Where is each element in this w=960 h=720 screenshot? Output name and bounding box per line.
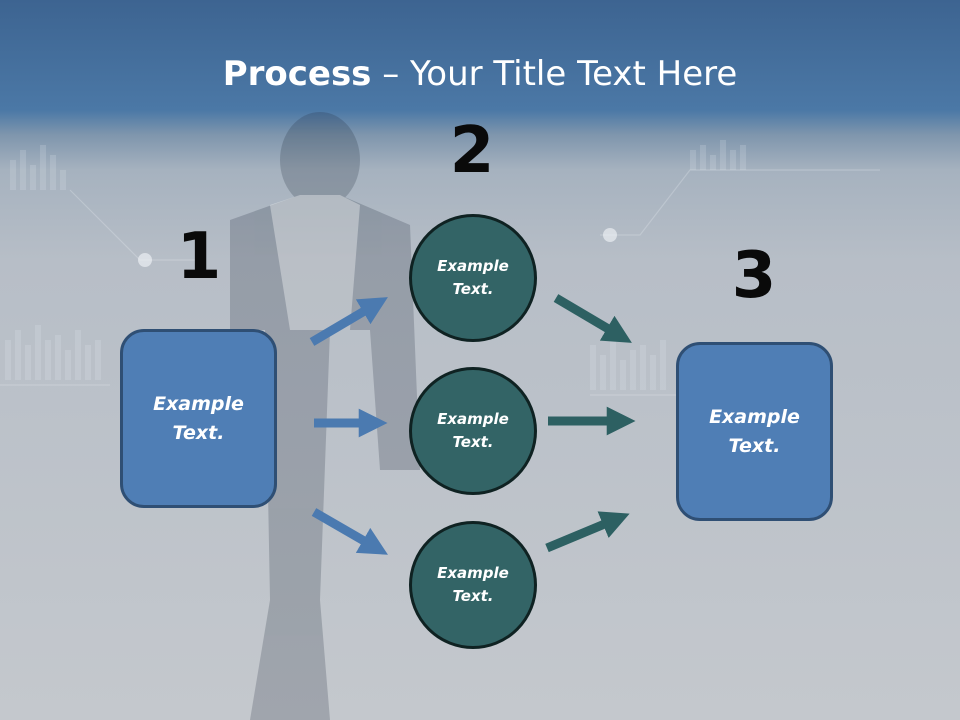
- slide-title: Process – Your Title Text Here: [0, 52, 960, 96]
- step-2-circle-bottom-text: Example Text.: [437, 564, 509, 605]
- step-3-text: Example Text.: [709, 405, 800, 457]
- arrow-1-to-top: [309, 297, 388, 346]
- step-2-number: 2: [449, 114, 495, 188]
- step-1-number: 1: [176, 220, 222, 294]
- step-1-text: Example Text.: [153, 392, 244, 444]
- step-3-number: 3: [731, 239, 777, 313]
- arrow-top-to-3: [553, 294, 632, 343]
- step-2-circle-top: Example Text.: [409, 214, 537, 342]
- arrow-1-to-bottom: [311, 508, 388, 555]
- title-rest: – Your Title Text Here: [371, 54, 738, 94]
- title-bold: Process: [222, 54, 372, 94]
- step-3-box: Example Text.: [676, 342, 833, 521]
- step-2-circle-top-text: Example Text.: [437, 257, 509, 298]
- step-2-circle-middle-text: Example Text.: [437, 410, 509, 451]
- step-1-box: Example Text.: [120, 329, 277, 508]
- arrow-bottom-to-3: [545, 511, 630, 553]
- step-2-circle-bottom: Example Text.: [409, 521, 537, 649]
- step-2-circle-middle: Example Text.: [409, 367, 537, 495]
